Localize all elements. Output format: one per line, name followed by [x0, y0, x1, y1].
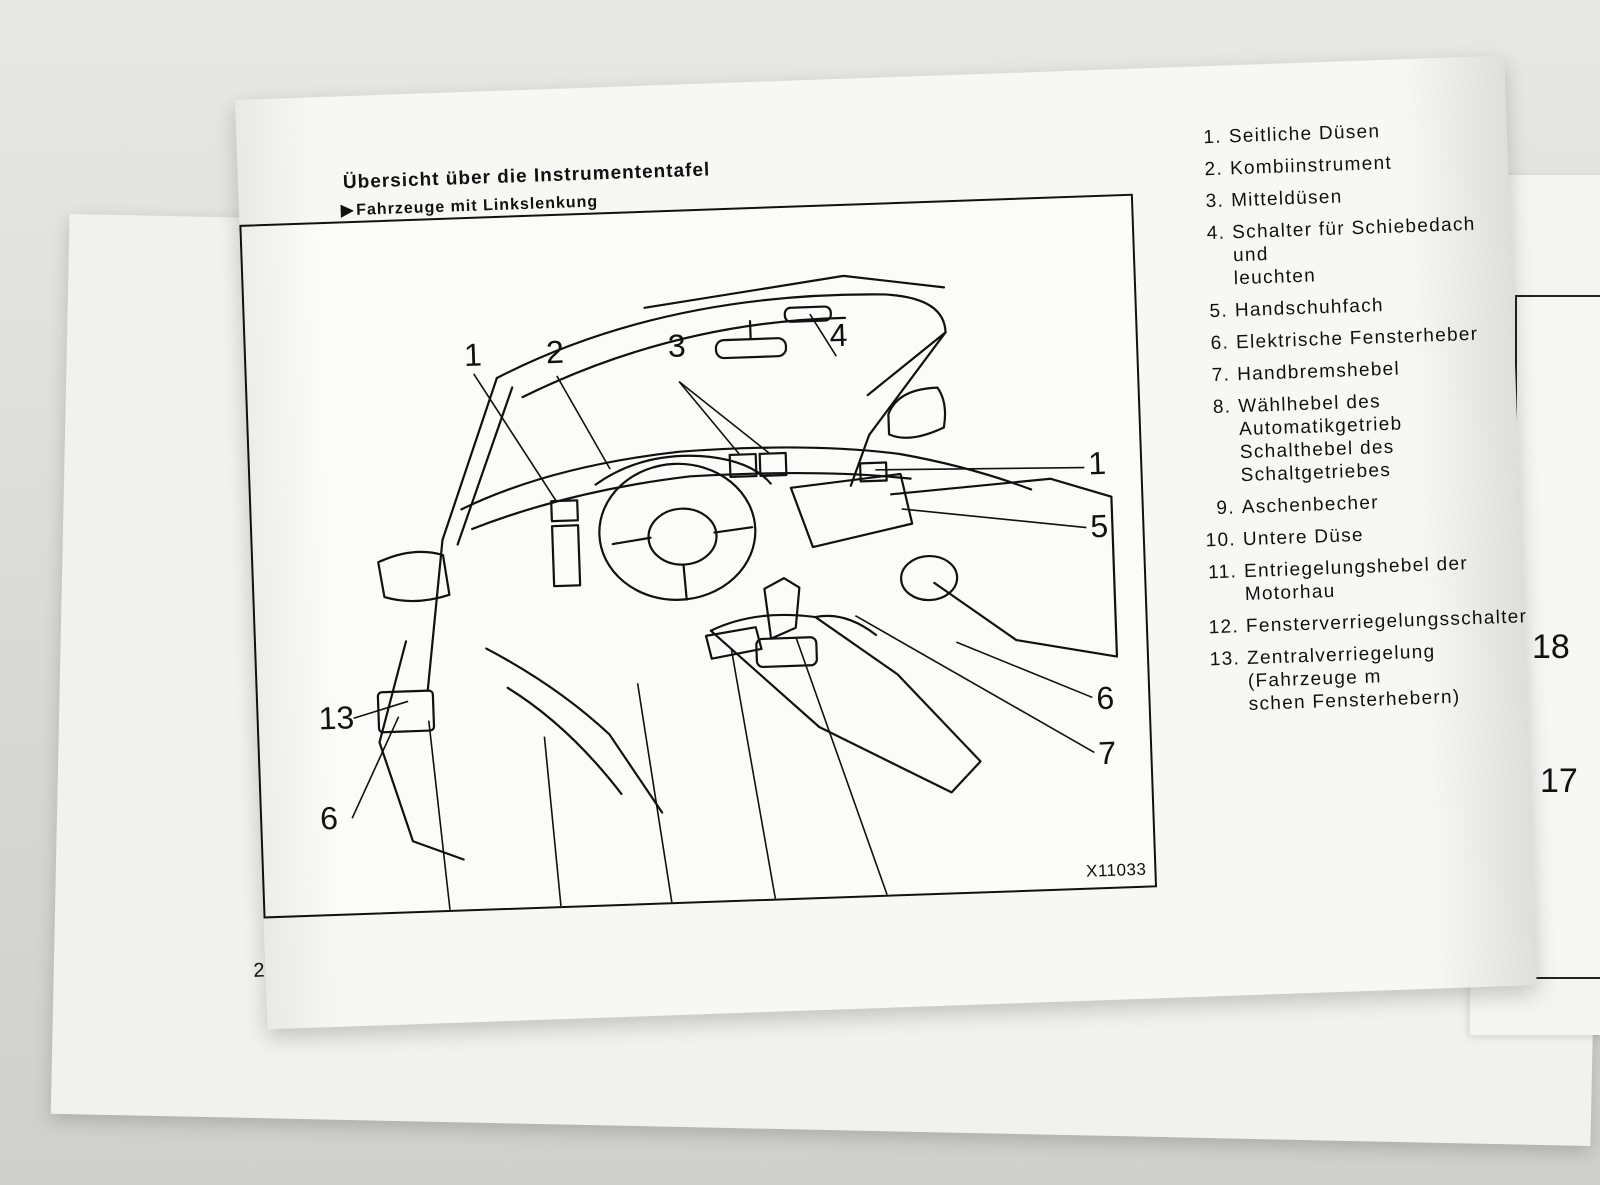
center-console	[709, 613, 982, 794]
legend-item: 6.Elektrische Fensterheber	[1210, 323, 1479, 355]
windshield-inner	[521, 316, 847, 399]
callout-label: 5	[1089, 507, 1109, 545]
vent-center	[728, 452, 758, 479]
adjacent-page-number: 18	[1532, 628, 1570, 666]
callout-label: 4	[828, 316, 848, 354]
vent-left	[550, 499, 579, 523]
legend-item: 4.Schalter für Schiebedach und leuchten	[1206, 213, 1476, 290]
callout-label: 1	[463, 336, 483, 374]
handbrake-lever	[814, 614, 878, 637]
sunroof-switch	[783, 305, 832, 323]
legend-item: 5.Handschuhfach	[1209, 295, 1385, 323]
door-right	[890, 477, 1119, 658]
gear-selector	[763, 577, 801, 640]
instrument-cluster	[594, 454, 772, 486]
a-pillar-left	[426, 376, 498, 692]
floor-line	[485, 647, 664, 814]
callout-label: 6	[1095, 679, 1115, 717]
legend-item: 13.Zentralverriegelung (Fahrzeuge m sche…	[1209, 641, 1461, 715]
legend-item: 1.Seitliche Düsen	[1203, 121, 1381, 149]
legend-item: 8.Wählhebel des Automatikgetrieb Schalth…	[1212, 391, 1403, 487]
page-number: 2	[253, 959, 265, 982]
dashboard-drawing	[351, 274, 1119, 917]
door-left	[378, 640, 465, 861]
page-title: Übersicht über die Instrumententafel	[342, 159, 711, 194]
legend-item: 10.Untere Düse	[1205, 524, 1365, 552]
rearview-mirror	[714, 337, 788, 360]
window-switches	[376, 689, 436, 734]
legend-item: 7.Handbremshebel	[1211, 358, 1401, 387]
ashtray	[704, 626, 763, 660]
windshield-frame	[495, 293, 947, 397]
legend-item: 9.Aschenbecher	[1216, 492, 1380, 519]
vent-right	[858, 461, 888, 483]
legend-item: 12.Fensterverriegelungsschalter	[1208, 606, 1528, 639]
triangle-arrow-icon: ▶	[340, 201, 355, 220]
speaker-right	[900, 554, 959, 602]
side-mirror-left	[377, 550, 451, 603]
glovebox	[789, 472, 914, 549]
callout-label: 13	[318, 699, 355, 737]
dashboard-illustration: 1 2 3 4 1 5 6 7 8 9 10 11 12 6 13 X11033	[239, 193, 1158, 919]
legend-item: 3.Mitteldüsen	[1205, 186, 1343, 213]
legend-item: 11.Entriegelungshebel der Motorhau	[1207, 553, 1469, 606]
callout-label: 2	[545, 333, 565, 371]
callout-label: 6	[319, 799, 339, 837]
dashboard-top	[460, 446, 1033, 511]
adjacent-page-number: 17	[1540, 762, 1578, 800]
side-mirror-right	[887, 386, 947, 439]
steering-wheel	[598, 462, 757, 601]
figure-code: X11033	[1085, 859, 1147, 881]
callout-label: 1	[1087, 444, 1107, 482]
callout-label: 7	[1097, 734, 1117, 772]
roof-line	[643, 274, 946, 309]
manual-page: Übersicht über die Instrumententafel ▶Fa…	[235, 55, 1537, 1030]
a-pillar-right	[849, 331, 947, 487]
legend-list: 1.Seitliche Düsen 2.Kombiinstrument 3.Mi…	[1182, 115, 1533, 726]
legend-item: 2.Kombiinstrument	[1204, 152, 1393, 181]
callout-label: 3	[667, 327, 687, 365]
